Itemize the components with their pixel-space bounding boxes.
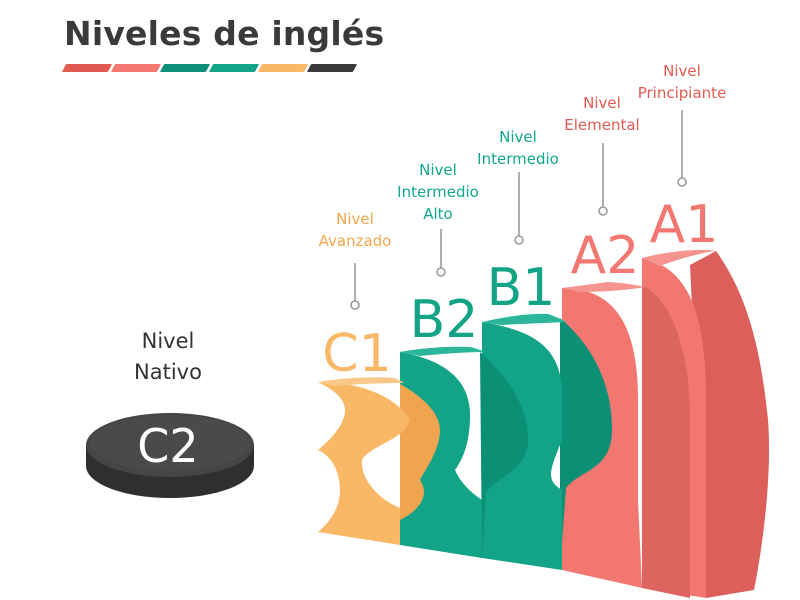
level-label-a2: Nivel Elemental [564, 92, 639, 136]
c2-disk [86, 413, 254, 498]
level-label-a1-line1: Nivel [663, 62, 701, 80]
level-label-b2-line3: Alto [423, 205, 453, 223]
level-label-a1: Nivel Principiante [638, 60, 727, 104]
c1-step [318, 377, 440, 545]
level-label-a2-line2: Elemental [564, 116, 640, 134]
page-title: Niveles de inglés [64, 14, 385, 53]
level-label-a2-line1: Nivel [583, 94, 621, 112]
level-label-b2-line1: Nivel [419, 161, 457, 179]
level-label-c1-line2: Avanzado [318, 232, 392, 250]
level-label-b1: Nivel Intermedio [477, 126, 559, 170]
level-code-c1: C1 [322, 324, 392, 384]
level-label-c1: Nivel Avanzado [319, 208, 392, 252]
level-code-b2: B2 [409, 290, 479, 350]
level-code-a2: A2 [570, 226, 640, 286]
connector-lines [350, 110, 687, 310]
level-label-a1-line2: Principiante [637, 84, 727, 102]
level-label-b2: Nivel Intermedio Alto [397, 159, 479, 225]
level-label-c1-line1: Nivel [336, 210, 374, 228]
level-label-b1-line1: Nivel [499, 128, 537, 146]
level-label-b2-line2: Intermedio [397, 183, 479, 201]
level-code-b1: B1 [486, 258, 556, 318]
level-label-b1-line2: Intermedio [477, 150, 559, 168]
level-label-c2-line1: Nivel [141, 329, 195, 353]
level-code-a1: A1 [649, 195, 719, 255]
level-code-c2: C2 [137, 419, 199, 473]
level-label-c2: Nivel Nativo [134, 326, 202, 388]
level-label-c2-line2: Nativo [134, 360, 202, 384]
